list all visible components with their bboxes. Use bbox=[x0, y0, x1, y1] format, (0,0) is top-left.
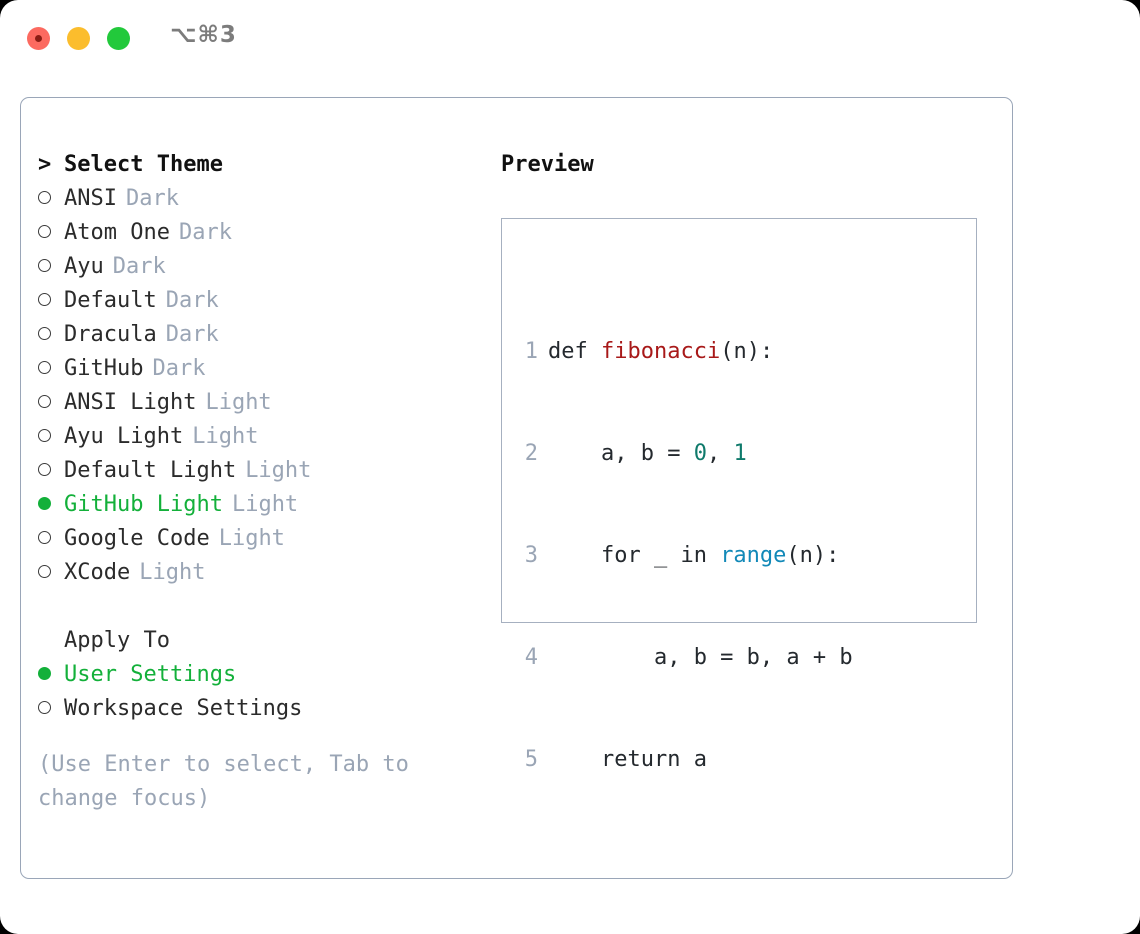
radio-icon[interactable] bbox=[38, 386, 64, 420]
theme-name: XCode bbox=[64, 560, 131, 585]
theme-tag: Light bbox=[139, 560, 206, 585]
radio-icon[interactable] bbox=[38, 420, 64, 454]
theme-tag: Light bbox=[218, 526, 285, 551]
radio-icon[interactable] bbox=[38, 318, 64, 352]
minimize-window-button[interactable] bbox=[67, 27, 90, 50]
code-token: 1 bbox=[733, 441, 747, 466]
theme-option-github-light[interactable]: GitHub Light Light bbox=[38, 488, 468, 522]
theme-tag: Dark bbox=[178, 220, 232, 245]
code-token: def bbox=[548, 339, 601, 364]
maximize-window-button[interactable] bbox=[107, 27, 130, 50]
code-token: (n): bbox=[720, 339, 774, 364]
radio-icon-selected[interactable] bbox=[38, 658, 64, 692]
theme-option-xcode[interactable]: XCode Light bbox=[38, 556, 468, 590]
code-token: , bbox=[706, 441, 734, 466]
radio-icon[interactable] bbox=[38, 522, 64, 556]
theme-option-default-light[interactable]: Default Light Light bbox=[38, 454, 468, 488]
radio-icon[interactable] bbox=[38, 556, 64, 590]
theme-name: Atom One bbox=[64, 220, 170, 245]
theme-option-ayu[interactable]: Ayu Dark bbox=[38, 250, 468, 284]
theme-name: GitHub bbox=[64, 356, 144, 381]
help-hint-text: (Use Enter to select, Tab to change focu… bbox=[38, 752, 409, 811]
code-token: fibonacci bbox=[600, 339, 721, 364]
theme-tag: Dark bbox=[165, 322, 219, 347]
line-number: 1 bbox=[524, 339, 538, 364]
code-token: (n): bbox=[786, 543, 840, 568]
radio-icon[interactable] bbox=[38, 692, 64, 726]
theme-tag: Light bbox=[192, 424, 259, 449]
theme-tag: Dark bbox=[112, 254, 166, 279]
line-number: 5 bbox=[524, 747, 538, 772]
code-token: 0 bbox=[693, 441, 707, 466]
code-line: 3 for _ in range(n): bbox=[516, 539, 879, 573]
radio-icon-selected[interactable] bbox=[38, 488, 64, 522]
radio-icon[interactable] bbox=[38, 250, 64, 284]
theme-list-heading: > Select Theme bbox=[38, 148, 468, 182]
theme-name: Google Code bbox=[64, 526, 210, 551]
apply-to-option-user-settings[interactable]: User Settings bbox=[38, 658, 468, 692]
theme-tag: Light bbox=[231, 492, 299, 517]
theme-name: ANSI Light bbox=[64, 390, 197, 415]
line-number: 2 bbox=[524, 441, 538, 466]
theme-option-atom-one[interactable]: Atom One Dark bbox=[38, 216, 468, 250]
line-number: 4 bbox=[524, 645, 538, 670]
theme-name: Default bbox=[64, 288, 157, 313]
theme-name: ANSI bbox=[64, 186, 117, 211]
theme-option-ansi[interactable]: ANSI Dark bbox=[38, 182, 468, 216]
radio-icon[interactable] bbox=[38, 284, 64, 318]
theme-name: Ayu bbox=[64, 254, 104, 279]
heading-caret: > bbox=[38, 152, 52, 177]
theme-option-ayu-light[interactable]: Ayu Light Light bbox=[38, 420, 468, 454]
heading-label: Select Theme bbox=[64, 152, 223, 177]
apply-to-label: Workspace Settings bbox=[64, 696, 303, 721]
theme-name: Dracula bbox=[64, 322, 157, 347]
apply-to-option-workspace-settings[interactable]: Workspace Settings bbox=[38, 692, 468, 726]
close-window-button[interactable] bbox=[27, 27, 50, 50]
radio-icon[interactable] bbox=[38, 352, 64, 386]
title-bar: ⌥⌘3 bbox=[0, 0, 1140, 76]
radio-icon[interactable] bbox=[38, 216, 64, 250]
apply-to-label: User Settings bbox=[64, 662, 237, 687]
section-spacer bbox=[38, 590, 468, 624]
code-line: 5 return a bbox=[516, 743, 879, 777]
theme-name: Ayu Light bbox=[64, 424, 184, 449]
code-line: 2 a, b = 0, 1 bbox=[516, 437, 879, 471]
code-line: 4 a, b = b, a + b bbox=[516, 641, 879, 675]
theme-name: Default Light bbox=[64, 458, 237, 483]
apply-to-heading: Apply To bbox=[64, 628, 170, 653]
preview-title: Preview bbox=[501, 152, 594, 177]
keyboard-shortcut-label: ⌥⌘3 bbox=[170, 22, 237, 48]
theme-tag: Dark bbox=[152, 356, 206, 381]
code-blank-line bbox=[516, 845, 879, 879]
theme-option-ansi-light[interactable]: ANSI Light Light bbox=[38, 386, 468, 420]
theme-option-google-code[interactable]: Google Code Light bbox=[38, 522, 468, 556]
code-token: a, b = b, a + b bbox=[548, 645, 853, 670]
code-token: a, b = bbox=[548, 441, 694, 466]
theme-tag: Dark bbox=[165, 288, 219, 313]
line-number: 3 bbox=[524, 543, 538, 568]
code-token: for _ in bbox=[548, 543, 721, 568]
radio-icon[interactable] bbox=[38, 182, 64, 216]
code-token: return a bbox=[548, 747, 707, 772]
theme-option-dracula[interactable]: Dracula Dark bbox=[38, 318, 468, 352]
code-line: 1 def fibonacci(n): bbox=[516, 335, 879, 369]
theme-tag: Light bbox=[205, 390, 272, 415]
radio-icon[interactable] bbox=[38, 454, 64, 488]
theme-option-github[interactable]: GitHub Dark bbox=[38, 352, 468, 386]
theme-name: GitHub Light bbox=[64, 492, 223, 517]
theme-option-default[interactable]: Default Dark bbox=[38, 284, 468, 318]
code-token: range bbox=[720, 543, 787, 568]
theme-tag: Dark bbox=[125, 186, 179, 211]
theme-tag: Light bbox=[245, 458, 312, 483]
